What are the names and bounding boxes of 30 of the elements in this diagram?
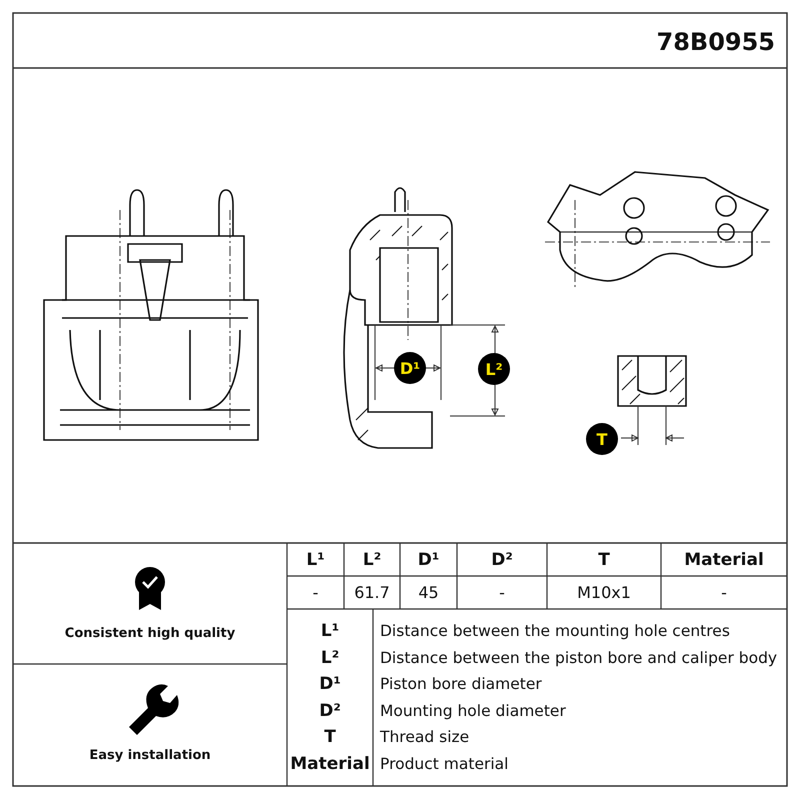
table-cell-text: 61.7 [353, 582, 391, 604]
table-header: L² [362, 548, 382, 572]
table-cell-text: - [498, 582, 506, 604]
table-cell-text: 45 [417, 582, 440, 604]
table-cell-text: T [323, 726, 337, 749]
table-cell-text: - [312, 582, 320, 604]
table-cell-text: M10x1 [576, 582, 632, 604]
callout-marker: T [586, 423, 618, 455]
table-cell-text: Piston bore diameter [380, 674, 543, 695]
table-cell-text: Distance between the piston bore and caliper body [380, 648, 778, 668]
table-header: D² [490, 548, 514, 572]
table-cell-text: D² [318, 700, 342, 722]
table-header: Material [683, 548, 765, 572]
table-header: D¹ [416, 548, 440, 572]
part-number: 78B0955 [656, 27, 775, 58]
table-cell-text: Mounting hole diameter [380, 700, 567, 722]
table-cell-text: D¹ [318, 673, 342, 696]
table-cell-text: - [720, 582, 728, 604]
table-cell-text: Product material [380, 754, 510, 774]
callout-marker: L² [478, 353, 510, 385]
table-cell-text: Distance between the mounting hole centres [380, 621, 731, 642]
table-cell-text: Thread size [380, 727, 470, 748]
callout-marker: D¹ [394, 352, 426, 384]
table-header: T [597, 548, 611, 572]
table-cell-text: L¹ [320, 620, 340, 643]
table-cell-text: Material [289, 752, 371, 776]
feature-caption: Easy installation [88, 746, 212, 764]
table-cell-text: L² [320, 646, 340, 670]
feature-caption: Consistent high quality [64, 624, 236, 642]
table-header: L¹ [305, 548, 326, 572]
